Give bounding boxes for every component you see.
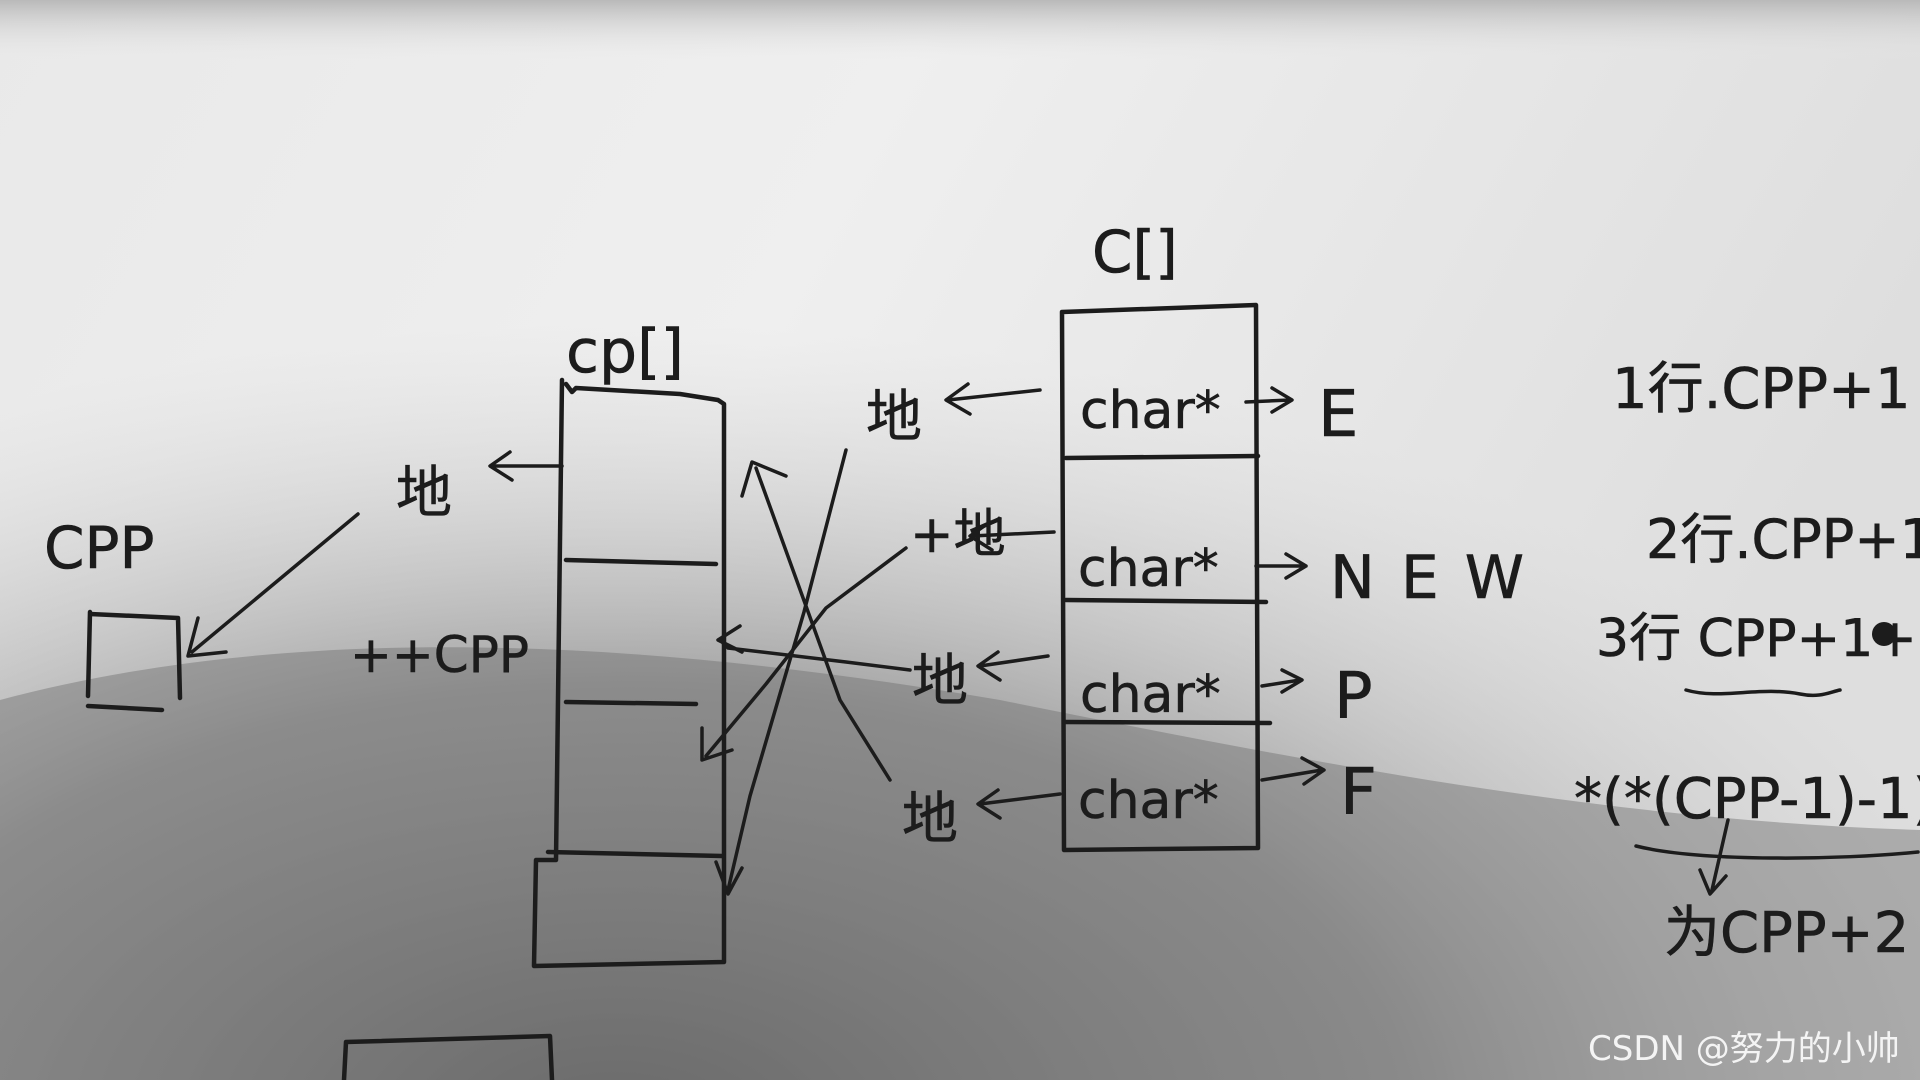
c-addr-arrow-3 bbox=[976, 650, 1050, 682]
string-e: E bbox=[1318, 378, 1358, 452]
string-new: NEW bbox=[1330, 543, 1550, 613]
note-result-arrow bbox=[1698, 818, 1730, 896]
c-cell-1: char* bbox=[1080, 381, 1221, 441]
pre-increment-label: ++CPP bbox=[350, 626, 529, 684]
note-line-2: 2行.CPP+1+1 bbox=[1646, 508, 1920, 571]
note-result: 为CPP+2 bbox=[1664, 901, 1909, 966]
cp-addr-label: 地 bbox=[396, 461, 452, 526]
bottom-partial-box bbox=[341, 1033, 555, 1080]
c-addr-label-4: 地 bbox=[902, 787, 958, 852]
c-addr-label-1: 地 bbox=[866, 385, 922, 450]
string-p: P bbox=[1334, 660, 1373, 734]
cpp-arrow bbox=[186, 512, 360, 658]
c-cell-3: char* bbox=[1080, 665, 1221, 725]
c-array-label: C[] bbox=[1092, 218, 1178, 286]
c-addr-label-3: 地 bbox=[912, 649, 968, 714]
note-line-3-underline bbox=[1684, 688, 1842, 698]
note-line-1: 1行.CPP+1 bbox=[1612, 357, 1911, 422]
cp-array-box bbox=[531, 377, 727, 969]
shadow-band bbox=[0, 647, 1920, 1080]
crossing-arrows bbox=[700, 448, 912, 896]
cp-array-label: cp[] bbox=[566, 317, 684, 387]
string-arrows bbox=[1244, 386, 1326, 786]
ink-blot bbox=[1872, 622, 1896, 646]
csdn-watermark: CSDN @努力的小帅 bbox=[1588, 1029, 1900, 1069]
cpp-label: CPP bbox=[44, 514, 154, 582]
c-cell-2: char* bbox=[1078, 539, 1219, 599]
c-cell-4: char* bbox=[1078, 771, 1219, 831]
note-expression: *(*(CPP-1)-1) bbox=[1574, 767, 1920, 832]
c-array-box bbox=[1059, 302, 1273, 853]
cp-addr-arrow bbox=[488, 450, 564, 482]
string-f: F bbox=[1340, 756, 1377, 830]
c-addr-arrow-1 bbox=[944, 382, 1042, 416]
note-expression-underbrace bbox=[1634, 844, 1920, 860]
c-addr-arrow-2 bbox=[968, 520, 1056, 552]
note-line-3: 3行 CPP+1+1 bbox=[1596, 609, 1920, 669]
c-addr-arrow-4 bbox=[976, 788, 1062, 820]
cpp-box bbox=[85, 609, 183, 713]
